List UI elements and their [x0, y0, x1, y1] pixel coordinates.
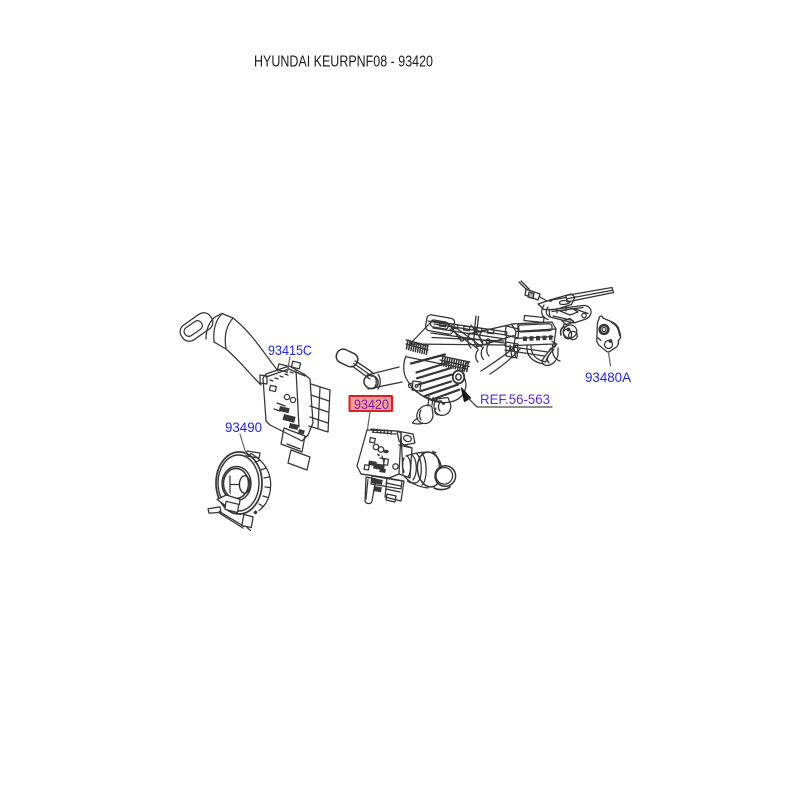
svg-text:REF.56-563: REF.56-563 — [480, 391, 550, 407]
svg-text:HYUNDAI KEURPNF08 - 93420: HYUNDAI KEURPNF08 - 93420 — [254, 54, 433, 71]
svg-text:93480A: 93480A — [585, 369, 632, 385]
svg-text:93420: 93420 — [354, 396, 389, 412]
svg-text:93490: 93490 — [225, 419, 262, 435]
svg-text:93415C: 93415C — [268, 342, 312, 358]
